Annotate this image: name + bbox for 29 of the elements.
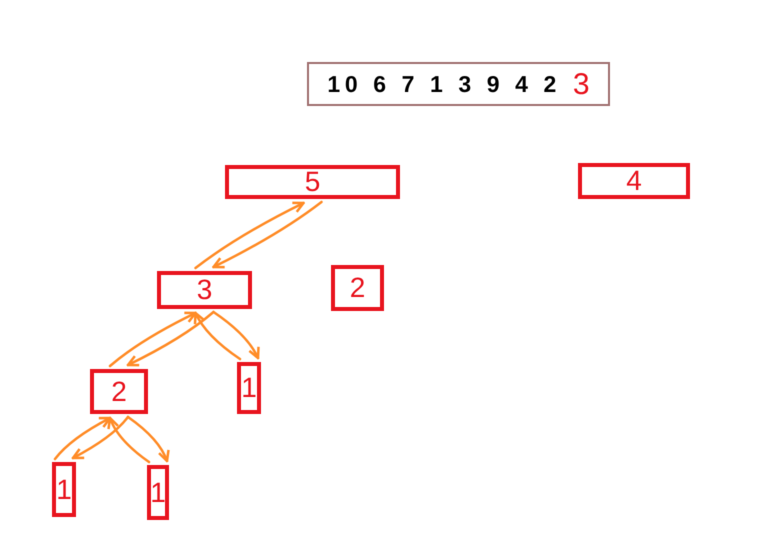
node-value: 1 (56, 476, 72, 504)
node-box (578, 163, 690, 199)
node-value: 1 (150, 478, 166, 506)
curved-arrow (126, 310, 215, 366)
curved-arrow (212, 310, 260, 360)
node-box (225, 165, 400, 199)
node-value: 4 (626, 167, 642, 195)
node-value: 2 (111, 378, 127, 406)
array-values: 10 6 7 1 3 9 4 2 (327, 70, 561, 99)
node-box (237, 362, 261, 414)
node-value: 3 (196, 276, 212, 304)
curved-arrow (72, 416, 130, 460)
node-box (331, 265, 384, 311)
curved-arrow (194, 202, 305, 270)
node-box (147, 465, 169, 520)
node-value: 2 (350, 274, 366, 302)
curved-arrow (126, 416, 170, 462)
node-box (52, 462, 76, 517)
curved-arrow (108, 416, 150, 464)
curved-arrow (212, 200, 323, 268)
curved-arrow (194, 312, 242, 360)
node-box (90, 369, 148, 414)
curved-arrow (54, 416, 112, 460)
node-value: 5 (304, 168, 320, 196)
curved-arrow (108, 312, 197, 368)
highlighted-value: 3 (572, 66, 590, 102)
node-box (157, 271, 252, 309)
array-box (307, 62, 610, 106)
node-value: 1 (241, 374, 257, 402)
